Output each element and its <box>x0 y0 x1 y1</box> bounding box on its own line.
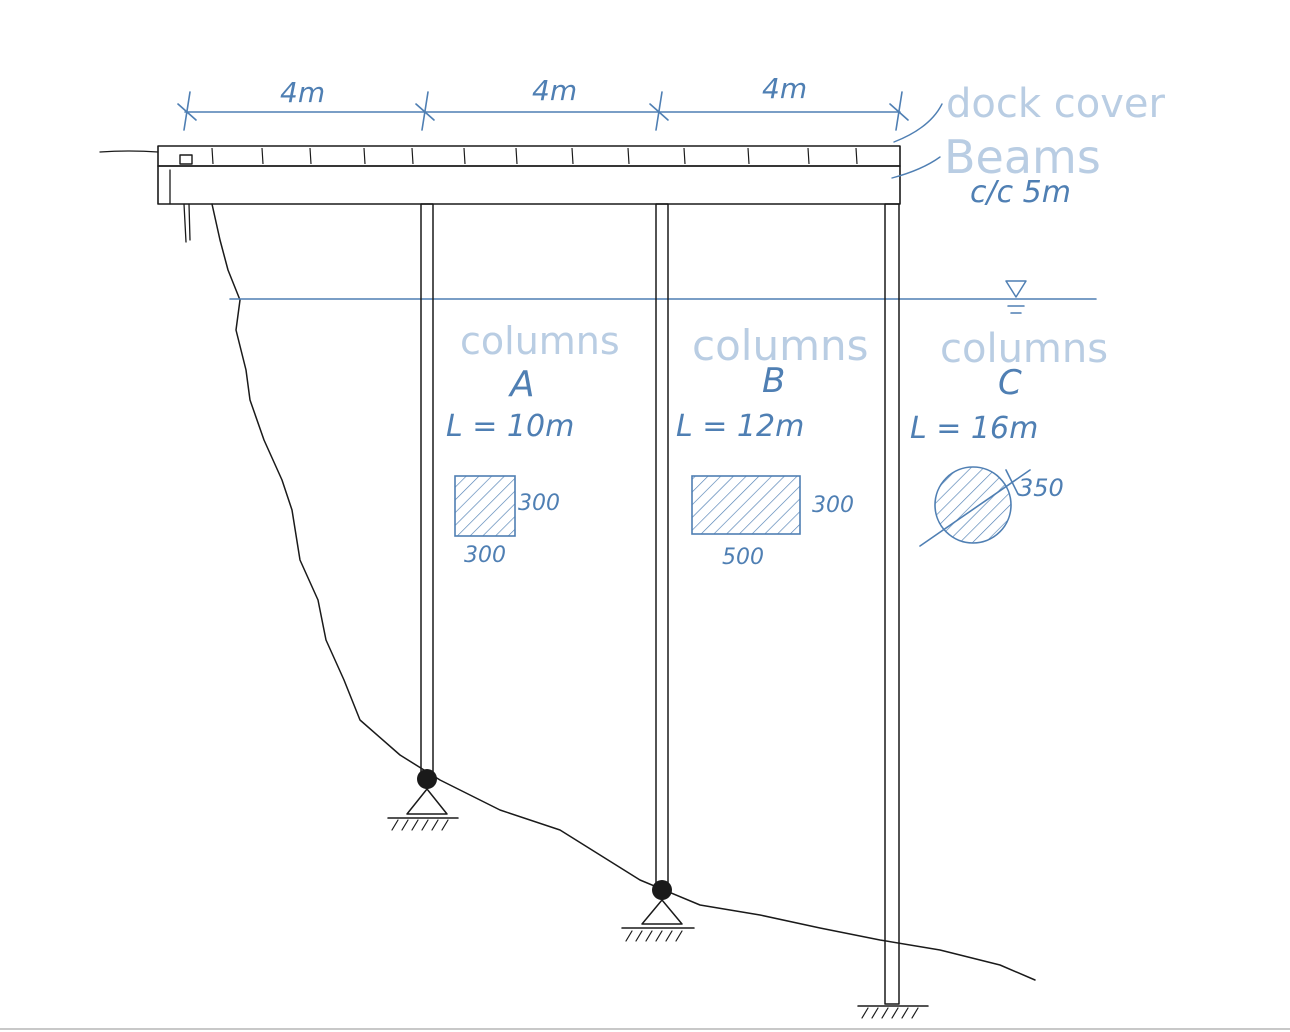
column-a-section <box>454 475 516 537</box>
cover-segment-tick <box>627 147 630 165</box>
column-c-id: C <box>998 363 1022 403</box>
cover-segment-tick <box>807 147 810 165</box>
beams-leader <box>891 156 941 179</box>
column-b-section <box>691 475 801 535</box>
column-b-id: B <box>762 361 785 401</box>
seabed-profile <box>211 203 1036 981</box>
column-c-section <box>934 466 1012 544</box>
column-b-dim-bottom: 500 <box>722 545 764 570</box>
column-a-dim-right: 300 <box>518 491 560 516</box>
column-a-id: A <box>508 364 535 405</box>
cover-segment-tick <box>855 147 858 165</box>
cover-segment-tick <box>261 147 264 165</box>
dock-cover-leader <box>893 103 943 143</box>
span-label-3: 4m <box>762 72 807 105</box>
column-c <box>857 203 929 1019</box>
column-c-diameter-tick <box>1005 469 1019 495</box>
cover-segment-tick <box>683 147 686 165</box>
beams-label: Beams <box>944 130 1101 184</box>
cover-segment-tick <box>309 147 312 165</box>
cover-segment-tick <box>747 147 750 165</box>
left-anchor <box>169 154 193 243</box>
dock-cover-label: dock cover <box>946 81 1165 127</box>
cover-segment-tick <box>515 147 518 165</box>
span-label-1: 4m <box>280 76 325 109</box>
column-a <box>387 203 459 831</box>
beam <box>157 165 901 205</box>
column-b-length: L = 12m <box>676 409 804 444</box>
cover-segment-tick <box>363 147 366 165</box>
column-a-dim-bottom: 300 <box>464 543 506 568</box>
column-b <box>621 203 695 942</box>
cover-segment-tick <box>463 147 466 165</box>
beam-spacing-label: c/c 5m <box>970 175 1071 210</box>
column-c-length: L = 16m <box>910 411 1038 446</box>
column-c-title: columns <box>940 326 1108 372</box>
span-label-2: 4m <box>532 74 577 107</box>
ground-line-left <box>99 150 159 153</box>
column-a-title: columns <box>460 319 620 363</box>
column-c-diameter: 350 <box>1018 474 1064 502</box>
cover-segment-tick <box>411 147 414 165</box>
water-level-symbol <box>1005 280 1027 314</box>
column-b-dim-right: 300 <box>812 493 854 518</box>
cover-segment-tick <box>211 147 214 165</box>
span-dimension-line <box>177 91 909 131</box>
cover-segment-tick <box>571 147 574 165</box>
dock-cover <box>157 145 901 167</box>
column-a-length: L = 10m <box>446 409 574 444</box>
column-b-title: columns <box>692 321 869 370</box>
